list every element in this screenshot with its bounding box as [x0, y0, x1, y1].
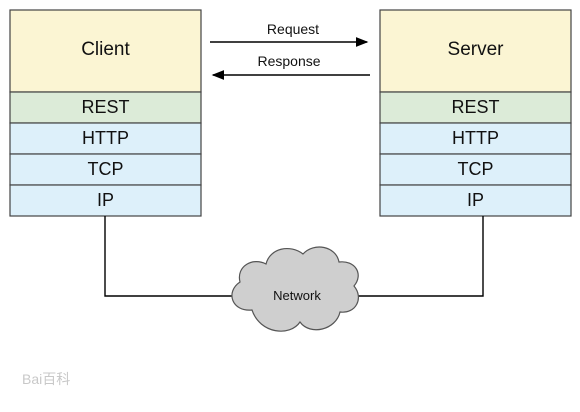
client-layer-rest-label: REST	[81, 97, 129, 117]
client-layer-http-label: HTTP	[82, 128, 129, 148]
server-layer-rest-label: REST	[451, 97, 499, 117]
request-label: Request	[267, 21, 319, 37]
client-layer-ip-label: IP	[97, 190, 114, 210]
network-label: Network	[273, 288, 321, 303]
server-layer-http-label: HTTP	[452, 128, 499, 148]
watermark-text: Bai百科	[22, 371, 70, 387]
watermark: Bai百科	[22, 371, 70, 387]
client-layer-tcp	[9, 153, 202, 186]
server-layer-ip-label: IP	[467, 190, 484, 210]
message-arrows: Request Response	[210, 21, 370, 80]
server-network-line	[346, 216, 484, 297]
network-links	[104, 216, 484, 297]
server-layer-tcp-label: TCP	[458, 159, 494, 179]
server-layer-http	[379, 122, 572, 155]
client-layer-rest	[9, 91, 202, 124]
client-title: Client	[81, 39, 130, 60]
client-stack: Client REST HTTP TCP IP	[9, 9, 202, 217]
server-title: Server	[448, 39, 505, 60]
client-layer-tcp-label: TCP	[88, 159, 124, 179]
client-title-box	[9, 9, 202, 93]
cloud-icon	[231, 246, 359, 332]
network-cloud: Network	[231, 246, 359, 332]
server-stack: Server REST HTTP TCP IP	[379, 9, 572, 217]
server-title-box	[379, 9, 572, 93]
response-label: Response	[257, 53, 320, 69]
server-layer-ip	[379, 184, 572, 217]
client-network-line	[104, 216, 240, 297]
